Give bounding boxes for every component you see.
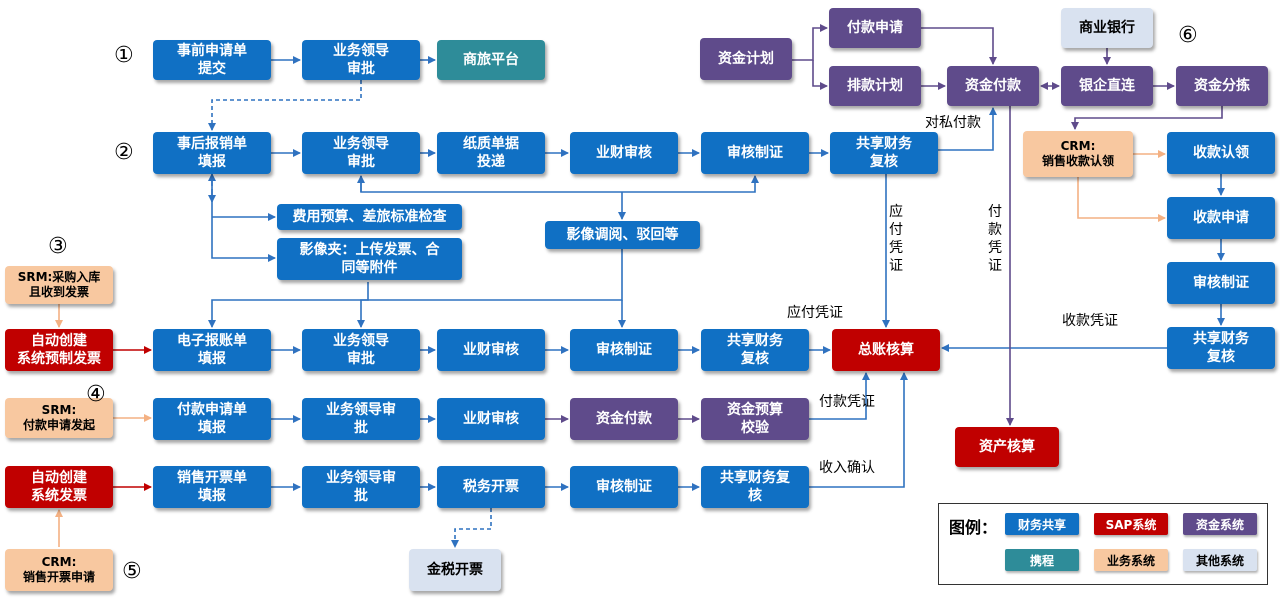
node-r4e: 资金预算 校验	[701, 398, 809, 440]
node-srm2: SRM: 付款申请发起	[5, 398, 113, 438]
node-r3e: 共享财务 复核	[701, 329, 809, 371]
node-budget: 费用预算、差旅标准检查	[277, 204, 462, 230]
connector-13	[360, 175, 759, 193]
node-r2e: 审核制证	[701, 132, 809, 174]
connector-2	[208, 80, 362, 131]
node-r2b: 业务领导 审批	[302, 132, 420, 174]
node-imgview: 影像调阅、驳回等	[545, 221, 700, 249]
node-r2c: 纸质单据 投递	[437, 132, 545, 174]
node-gl: 总账核算	[832, 329, 940, 371]
lbl-pay-voucher-v: 付 款 凭 证	[988, 204, 1002, 274]
node-r5c: 税务开票	[437, 466, 545, 508]
connector-10	[211, 189, 276, 262]
node-r5a: 销售开票单 填报	[153, 466, 271, 508]
node-r3a: 电子报账单 填报	[153, 329, 271, 371]
node-r5b: 业务领导审 批	[302, 466, 420, 508]
node-crm1: CRM: 销售收款认领	[1023, 131, 1133, 177]
node-fundsort: 资金分拣	[1176, 66, 1268, 106]
node-rcvreq: 收款申请	[1167, 197, 1275, 239]
node-r4b: 业务领导审 批	[302, 398, 420, 440]
connector-43	[812, 60, 828, 90]
connector-52	[1077, 177, 1166, 222]
node-r1a: 事前申请单 提交	[153, 40, 271, 80]
connector-33	[809, 372, 870, 420]
step-marker-m5: ⑤	[122, 559, 142, 584]
node-r1b: 业务领导 审批	[302, 40, 420, 80]
legend-item-biz: 业务系统	[1094, 549, 1168, 571]
node-srm1: SRM:采购入库 且收到发票	[5, 266, 113, 304]
node-auto2: 自动创建 系统发票	[5, 466, 113, 508]
node-r2d: 业财审核	[570, 132, 678, 174]
legend-item-other: 其他系统	[1183, 549, 1257, 571]
legend-item-ctrip: 携程	[1005, 549, 1079, 571]
node-r4a: 付款申请单 填报	[153, 398, 271, 440]
node-r4d: 资金付款	[570, 398, 678, 440]
lbl-ap-voucher: 应付凭证	[787, 305, 843, 321]
lbl-private-pay: 对私付款	[925, 115, 981, 131]
node-r5d: 审核制证	[570, 466, 678, 508]
node-rcvreview: 共享财务 复核	[1167, 327, 1275, 369]
node-r2a: 事后报销单 填报	[153, 132, 271, 174]
lbl-rcv-voucher: 收款凭证	[1062, 313, 1118, 329]
node-rcvclaim: 收款认领	[1167, 132, 1275, 174]
node-goldtax: 金税开票	[409, 549, 501, 591]
node-imgclip: 影像夹：上传发票、合 同等附件	[277, 238, 462, 280]
legend-item-sap: SAP系统	[1094, 513, 1168, 535]
node-fundplan: 资金计划	[700, 38, 792, 80]
legend-item-fin: 财务共享	[1005, 513, 1079, 535]
node-r2f: 共享财务 复核	[830, 132, 938, 174]
node-schedule: 排款计划	[829, 66, 921, 106]
step-marker-m2: ②	[114, 140, 134, 165]
legend-item-fund: 资金系统	[1183, 513, 1257, 535]
node-r3c: 业财审核	[437, 329, 545, 371]
node-r1c: 商旅平台	[437, 40, 545, 80]
connector-44	[921, 27, 997, 65]
node-r4c: 业财审核	[437, 398, 545, 440]
node-bankdirect: 银企直连	[1061, 66, 1153, 106]
step-marker-m4: ④	[86, 382, 106, 407]
connector-25	[357, 249, 623, 328]
lbl-ap-voucher-v: 应 付 凭 证	[889, 204, 903, 274]
connector-8	[938, 107, 997, 151]
node-fundpay: 资金付款	[947, 66, 1039, 106]
lbl-revenue: 收入确认	[819, 460, 875, 476]
legend-title: 图例：	[949, 518, 998, 537]
step-marker-m3: ③	[48, 234, 68, 259]
connector-49	[1071, 106, 1223, 130]
connector-24	[208, 282, 369, 328]
node-r5e: 共享财务复 核	[701, 466, 809, 508]
node-rcvaudit: 审核制证	[1167, 262, 1275, 304]
node-r3d: 审核制证	[570, 329, 678, 371]
connector-42	[792, 24, 828, 61]
node-auto1: 自动创建 系统预制发票	[5, 329, 113, 371]
legend: 图例： 财务共享 SAP系统 资金系统 携程 业务系统 其他系统	[938, 503, 1268, 585]
node-payreq: 付款申请	[829, 8, 921, 48]
node-r3b: 业务领导 审批	[302, 329, 420, 371]
step-marker-m6: ⑥	[1178, 23, 1198, 48]
connector-41	[451, 508, 492, 548]
node-bank: 商业银行	[1061, 8, 1153, 48]
node-asset: 资产核算	[955, 427, 1059, 467]
node-crm2: CRM: 销售开票申请	[5, 549, 113, 591]
lbl-pay-voucher: 付款凭证	[819, 394, 875, 410]
step-marker-m1: ①	[114, 43, 134, 68]
connector-40	[809, 372, 908, 488]
